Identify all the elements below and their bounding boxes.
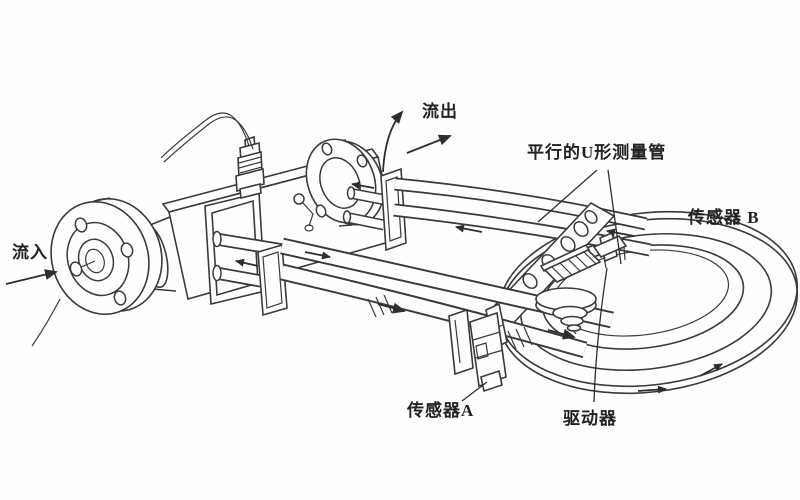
arrow-left-stub bbox=[351, 181, 375, 190]
arrow-right-near-tube-2 bbox=[377, 302, 406, 314]
bolt-hole bbox=[74, 217, 88, 233]
label-u-tubes: 平行的U形测量管 bbox=[527, 143, 667, 162]
arrow-left-manifold bbox=[235, 258, 259, 267]
arrow-right-near-tube-3 bbox=[547, 328, 576, 340]
bracket-hole bbox=[522, 273, 538, 289]
label-sensor-a: 传感器A bbox=[407, 401, 475, 420]
arrow-up-loop-right bbox=[699, 363, 723, 377]
leader-driver bbox=[593, 267, 608, 403]
manifold-housing bbox=[31, 112, 397, 347]
label-flow-in: 流入 bbox=[12, 243, 48, 262]
tube-hatch-marks bbox=[367, 294, 393, 318]
label-flow-out: 流出 bbox=[422, 102, 458, 121]
inlet-flange bbox=[50, 197, 163, 316]
tube-support-plate-near-inner bbox=[262, 251, 283, 309]
leader-sensor-a bbox=[461, 381, 488, 402]
bolt-hole bbox=[315, 204, 327, 218]
label-sensor-b: 传感器 B bbox=[688, 208, 760, 227]
signal-cable bbox=[160, 112, 254, 163]
label-driver: 驱动器 bbox=[563, 409, 617, 428]
leader-utubes-1 bbox=[537, 169, 598, 223]
leader-utubes-2 bbox=[607, 169, 622, 265]
driver-assembly bbox=[535, 235, 628, 335]
tube-hatch-marks bbox=[507, 326, 533, 350]
bracket-hole bbox=[584, 209, 598, 225]
coil-laminations bbox=[551, 251, 597, 280]
sensor-a-clamp bbox=[448, 308, 507, 393]
flow-arrows bbox=[5, 110, 723, 394]
bolt-hole bbox=[113, 290, 127, 306]
tube-support-plate-near bbox=[257, 243, 288, 317]
bolt-hole bbox=[356, 154, 368, 168]
bracket-hole bbox=[573, 221, 589, 237]
bolt-hole bbox=[120, 242, 134, 258]
bolt-hole bbox=[321, 142, 333, 156]
tube-support-plate-far-inner bbox=[385, 176, 402, 242]
flow-out-curved-arrow bbox=[382, 110, 404, 173]
cable-gland bbox=[235, 135, 265, 199]
arrow-left-far-tube bbox=[455, 224, 483, 233]
outlet-tube-stubs bbox=[342, 186, 388, 231]
vent-fitting bbox=[293, 193, 314, 232]
arrow-left-loop-top bbox=[606, 228, 635, 237]
flow-in-arrow bbox=[5, 269, 58, 285]
leader-lines bbox=[461, 169, 622, 403]
flow-out-arrow bbox=[406, 134, 452, 154]
arrow-right-loop-bottom bbox=[637, 385, 667, 394]
flange-edge-curve bbox=[31, 298, 61, 347]
bolt-hole bbox=[69, 261, 83, 277]
arrow-right-near-tube-1 bbox=[304, 251, 331, 260]
